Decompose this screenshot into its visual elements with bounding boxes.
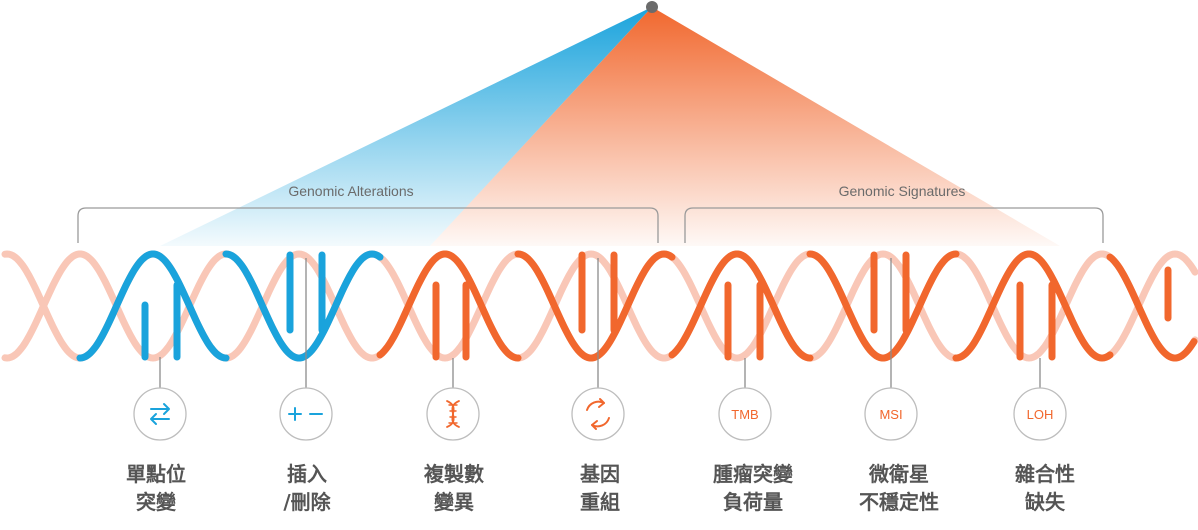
helix-segment-2 xyxy=(376,250,522,362)
marker-tmb-icon: TMB xyxy=(718,358,772,441)
signatures-bracket-label: Genomic Signatures xyxy=(839,183,966,199)
helix-base-pairs xyxy=(141,251,1172,361)
helix-segment-0 xyxy=(76,250,230,362)
plus-minus-icon xyxy=(288,407,323,421)
loh-icon-label: LOH xyxy=(1027,407,1054,422)
marker-circle xyxy=(571,387,625,441)
marker-loh-icon: LOH xyxy=(1013,358,1067,441)
helix-segment-5 xyxy=(806,250,960,362)
msi-icon-label: MSI xyxy=(879,407,902,422)
helix-front-strand xyxy=(76,250,1198,362)
marker-msi-icon: MSI xyxy=(864,258,918,441)
blue-projection-cone xyxy=(160,7,652,246)
marker-circle xyxy=(133,387,187,441)
marker-rearrange-cycle-icon xyxy=(571,258,625,441)
marker-circle xyxy=(718,387,772,441)
helix-segment-3 xyxy=(514,250,676,362)
apex-point xyxy=(646,1,658,13)
dna-icon xyxy=(446,400,460,428)
helix-segment-7 xyxy=(1106,253,1198,362)
orange-projection-cone xyxy=(430,7,1060,246)
marker-circle xyxy=(864,387,918,441)
marker-circle xyxy=(279,387,333,441)
helix-segment-6 xyxy=(952,250,1114,362)
marker-dna-icon xyxy=(426,358,480,441)
tmb-icon-label: TMB xyxy=(731,407,758,422)
alterations-bracket xyxy=(77,207,659,243)
alterations-bracket-label: Genomic Alterations xyxy=(288,183,413,199)
signatures-bracket xyxy=(684,207,1104,243)
helix-segment-4 xyxy=(668,250,814,362)
marker-plus-minus-icon xyxy=(279,258,333,441)
helix-segment-1 xyxy=(222,250,384,362)
rearrange-cycle-icon xyxy=(586,398,610,430)
swap-arrows-icon xyxy=(150,403,170,425)
marker-circle xyxy=(1013,387,1067,441)
marker-swap-arrows-icon xyxy=(133,357,187,441)
alteration-markers: TMB MSI LOH xyxy=(133,258,1067,441)
